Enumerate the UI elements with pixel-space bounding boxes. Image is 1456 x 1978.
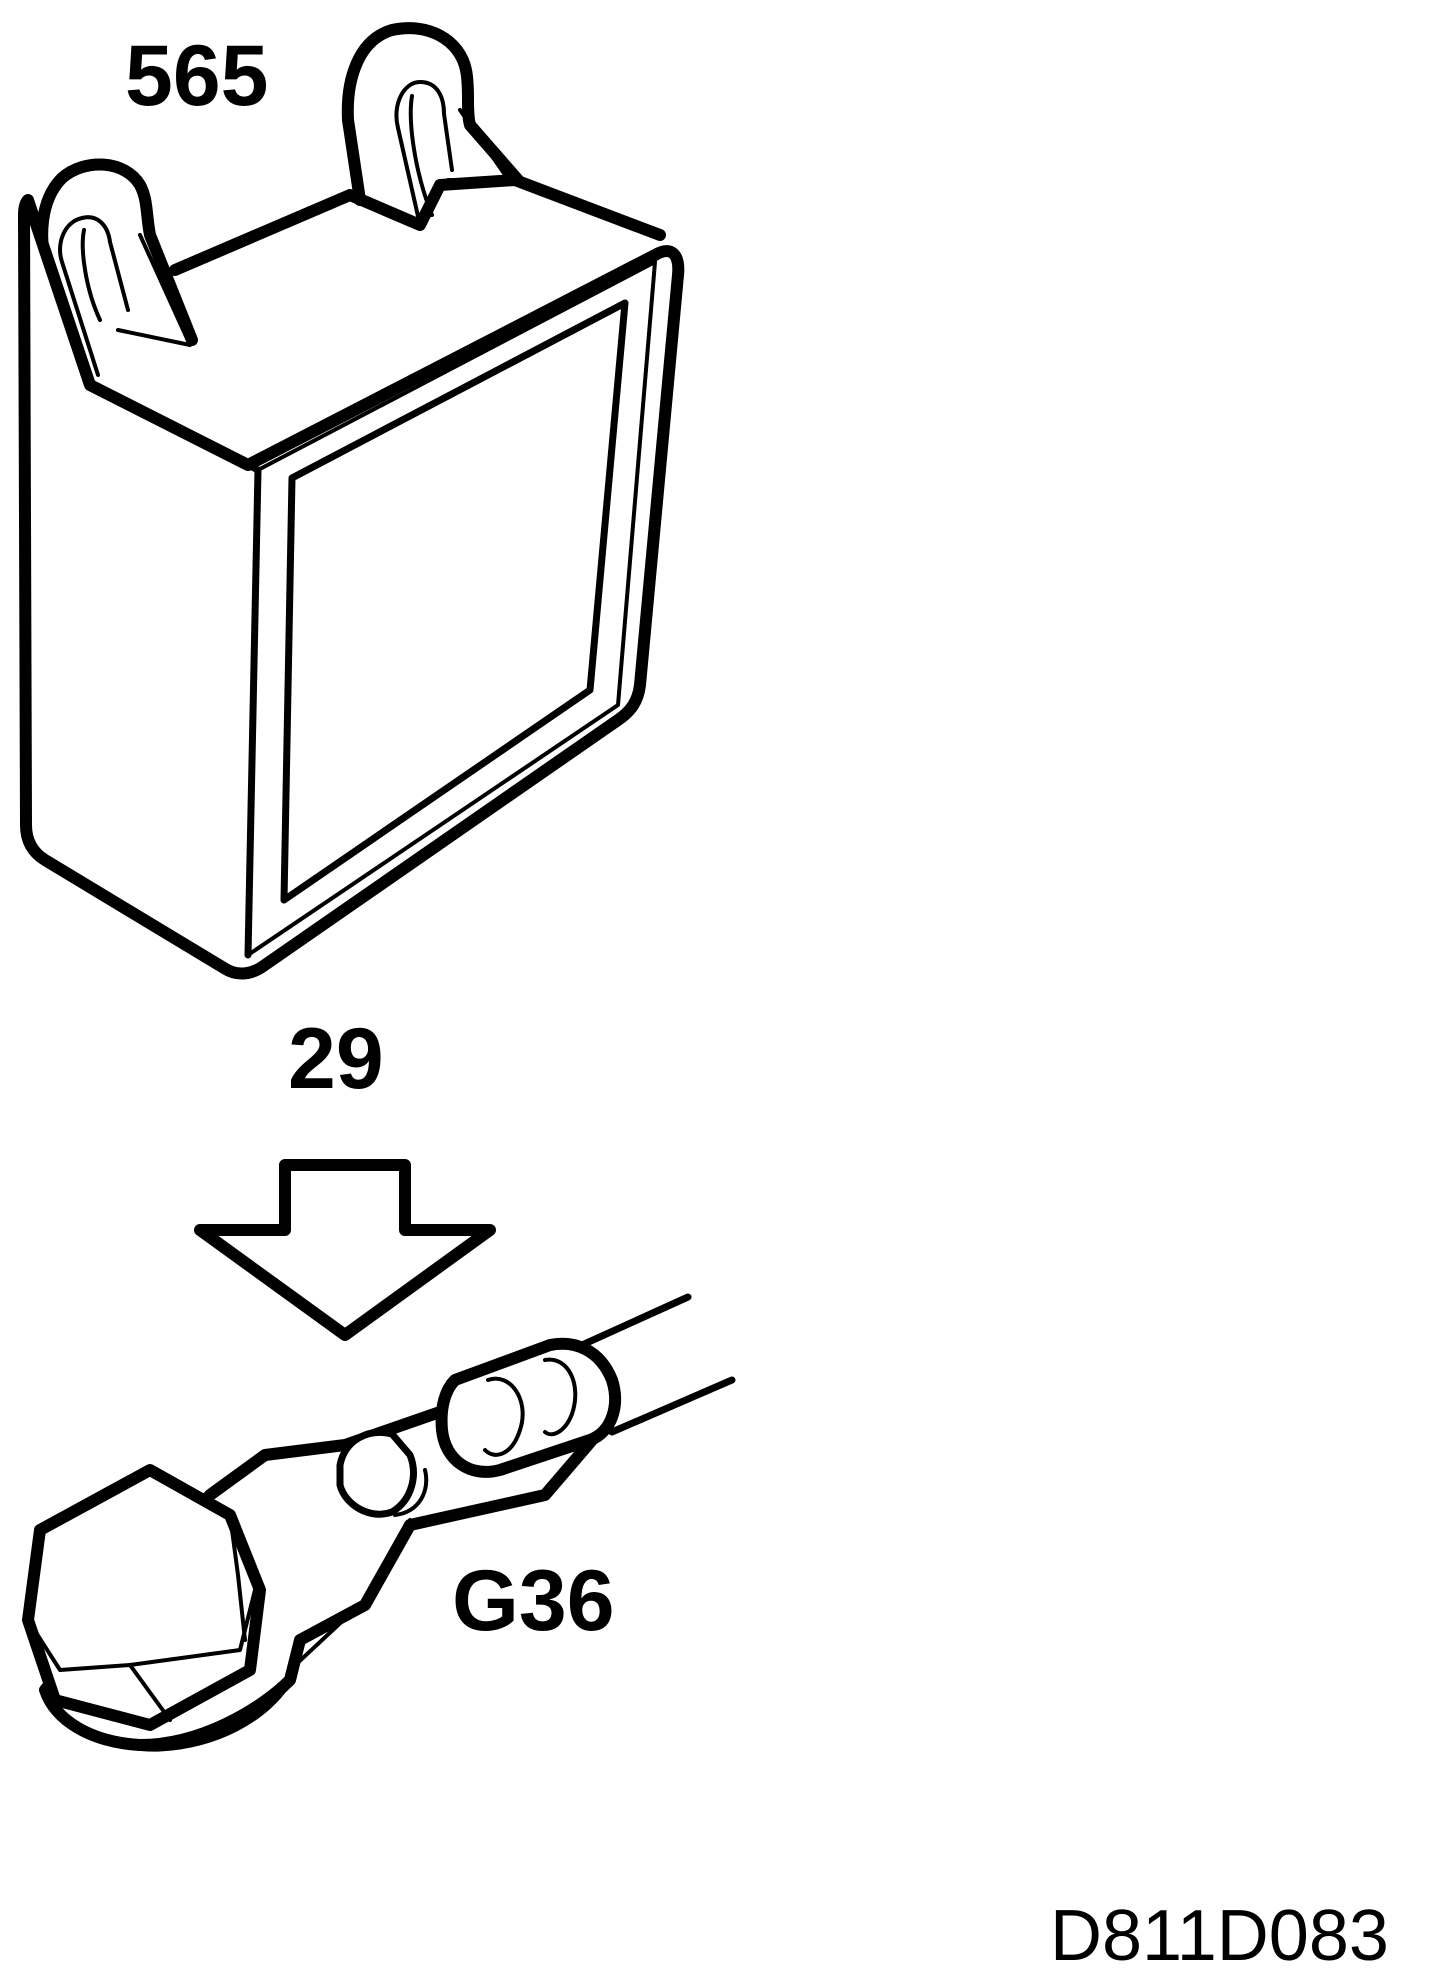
insulation-boot <box>336 1429 417 1518</box>
label-connector-29: 29 <box>288 1011 384 1107</box>
right-mounting-lug <box>341 22 524 206</box>
down-arrow-icon <box>194 1159 496 1341</box>
box-front-corner <box>244 466 262 959</box>
hex-bolt-facet <box>26 1618 172 1722</box>
box-front-face-inset <box>280 299 629 904</box>
left-lug-slot <box>58 215 130 377</box>
component-565-box <box>18 22 685 980</box>
label-ground-g36: G36 <box>452 1553 615 1649</box>
label-component-565: 565 <box>125 28 269 124</box>
right-lug-slot <box>394 80 454 227</box>
hex-bolt-head <box>22 1464 266 1731</box>
ground-point-g36 <box>22 1293 736 1752</box>
figure-reference: D811D083 <box>1050 1896 1389 1976</box>
washer <box>41 1676 294 1752</box>
box-outer-body <box>18 194 685 980</box>
wire-lower <box>608 1376 736 1436</box>
box-top-back-edge <box>169 174 666 276</box>
